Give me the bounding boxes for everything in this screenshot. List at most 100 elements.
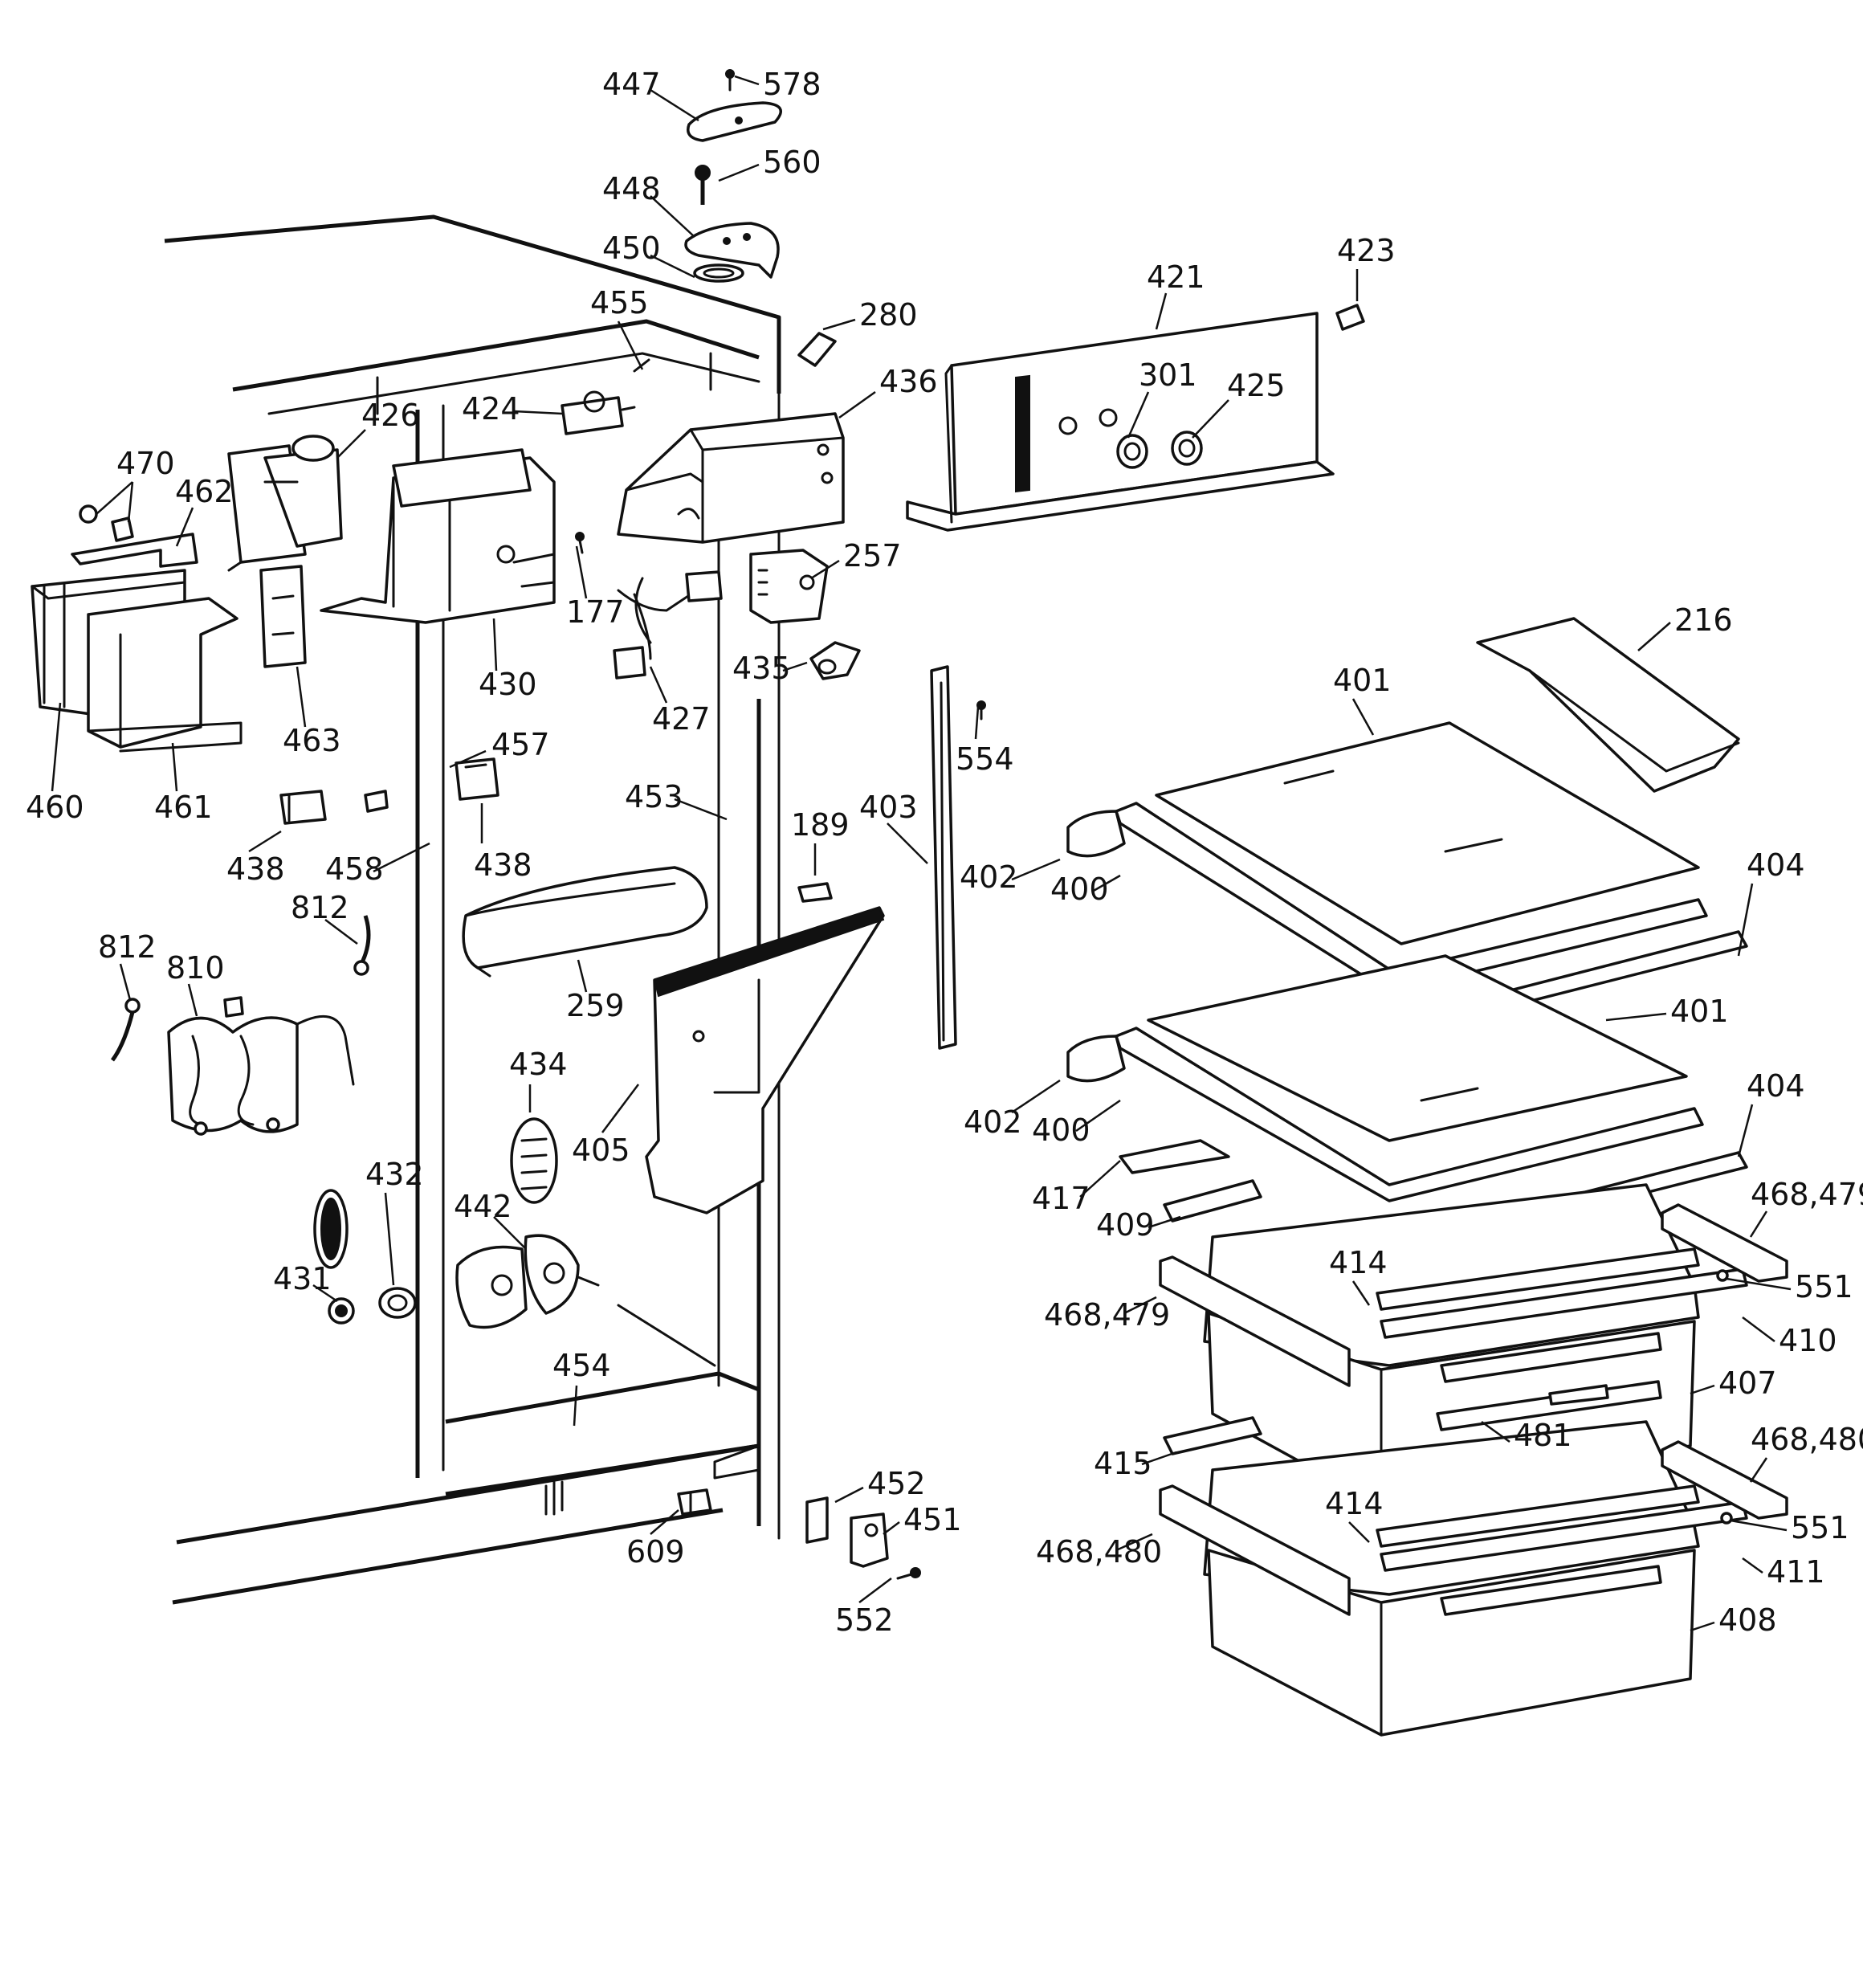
cover-part-415 xyxy=(1163,1416,1262,1455)
part-number-label: 436 xyxy=(879,364,938,399)
screw-552-icon xyxy=(896,1567,921,1580)
cover-part-409 xyxy=(1163,1179,1262,1223)
hinge-cover-part-447 xyxy=(687,101,782,142)
part-number-label: 551 xyxy=(1791,1510,1849,1545)
leader-line-c402 xyxy=(1011,858,1061,881)
part-458 xyxy=(364,790,389,813)
leader-line-c455 xyxy=(617,320,644,370)
shelf-rail-part-403 xyxy=(930,665,957,1050)
part-number-label: 407 xyxy=(1718,1365,1777,1401)
slide-rail-part-468-480-left xyxy=(1159,1484,1351,1616)
part-number-label: 468,480 xyxy=(1036,1534,1162,1570)
leader-line-c257 xyxy=(810,559,840,580)
leader-line-c404b xyxy=(1737,1104,1754,1157)
leader-line-c609 xyxy=(650,1509,679,1535)
housing-part-461 xyxy=(87,597,243,753)
glass-shelf-part-401-lower xyxy=(1147,954,1688,1142)
bracket-part-462 xyxy=(71,533,198,568)
tube-part-812-left xyxy=(110,998,141,1062)
leader-line-c216 xyxy=(1637,622,1671,651)
leader-line-c481 xyxy=(1481,1420,1510,1443)
part-number-label: 189 xyxy=(791,807,850,843)
part-463 xyxy=(259,565,307,668)
part-number-label: 454 xyxy=(552,1348,611,1383)
part-number-label: 468,479 xyxy=(1751,1177,1863,1212)
part-number-label: 554 xyxy=(956,741,1014,777)
leader-line-c401b xyxy=(1605,1012,1667,1022)
leader-line-c421 xyxy=(1155,292,1168,330)
part-number-label: 424 xyxy=(462,391,520,427)
part-number-label: 463 xyxy=(283,723,341,758)
leader-line-c404 xyxy=(1737,883,1754,957)
leader-line-c452 xyxy=(834,1486,864,1504)
part-number-label: 442 xyxy=(454,1189,512,1224)
leader-line-c432 xyxy=(384,1192,395,1286)
part-number-label: 462 xyxy=(175,474,234,509)
leader-line-c259 xyxy=(577,959,588,993)
screw-578-icon xyxy=(725,69,735,92)
screw-560-icon xyxy=(695,165,711,205)
hinge-part-451 xyxy=(850,1512,889,1568)
part-number-label: 468,480 xyxy=(1751,1422,1863,1457)
part-number-label: 400 xyxy=(1050,872,1109,907)
part-number-label: 457 xyxy=(491,727,550,762)
part-number-label: 468,479 xyxy=(1044,1297,1170,1333)
part-number-label: 578 xyxy=(763,67,821,102)
leader-line-c427 xyxy=(649,666,668,704)
leader-line-c400b xyxy=(1075,1099,1121,1133)
part-number-label: 402 xyxy=(964,1104,1022,1140)
part-number-label: 451 xyxy=(903,1502,962,1537)
leader-line-c552 xyxy=(858,1578,892,1603)
screw-part-470 xyxy=(79,504,134,542)
leader-line-c417 xyxy=(1079,1160,1121,1198)
slide-rail-part-468-479-left xyxy=(1159,1255,1351,1387)
leader-line-c461 xyxy=(171,742,178,792)
screw-551-upper-icon xyxy=(1716,1269,1729,1282)
leader-line-c578 xyxy=(734,75,760,86)
leader-line-c468479a xyxy=(1749,1210,1768,1238)
part-number-label: 430 xyxy=(479,667,537,702)
part-number-label: 280 xyxy=(859,297,918,333)
housing-part-426 xyxy=(227,435,343,572)
part-number-label: 460 xyxy=(26,790,84,825)
part-number-label: 609 xyxy=(626,1534,685,1570)
part-number-label: 431 xyxy=(273,1261,332,1296)
leader-line-c424 xyxy=(513,410,563,415)
knob-part-425 xyxy=(1171,431,1203,466)
leader-line-c435 xyxy=(782,661,808,672)
trim-part-414-lower xyxy=(1376,1484,1700,1548)
shim-part-450 xyxy=(693,263,744,283)
leader-line-c400 xyxy=(1091,874,1121,893)
part-number-label: 458 xyxy=(325,851,384,887)
part-609 xyxy=(677,1488,712,1516)
part-number-label: 403 xyxy=(859,790,918,825)
part-number-label: 560 xyxy=(763,145,821,180)
hinge-part-448 xyxy=(684,222,780,279)
part-number-label: 452 xyxy=(867,1466,926,1501)
part-number-label: 408 xyxy=(1718,1602,1777,1638)
glass-shelf-part-401-upper xyxy=(1155,721,1700,945)
trim-part-411 xyxy=(1380,1500,1748,1572)
part-number-label: 435 xyxy=(732,651,791,686)
part-number-label: 810 xyxy=(166,950,225,986)
part-number-label: 404 xyxy=(1747,847,1805,883)
part-number-label: 411 xyxy=(1767,1554,1825,1590)
leader-line-c457 xyxy=(449,749,487,769)
leader-line-c402b xyxy=(1011,1079,1061,1114)
air-duct-part-405 xyxy=(645,906,885,1214)
leader-line-c447 xyxy=(650,88,699,122)
part-number-label: 259 xyxy=(566,988,625,1023)
part-number-label: 438 xyxy=(226,851,285,887)
part-number-label: 404 xyxy=(1747,1068,1805,1104)
part-number-label: 421 xyxy=(1147,259,1205,295)
leader-line-c177 xyxy=(575,545,588,599)
leader-line-c470b xyxy=(127,481,134,523)
part-number-label: 216 xyxy=(1674,602,1733,638)
part-number-label: 405 xyxy=(572,1133,630,1168)
leader-line-c401 xyxy=(1351,698,1375,736)
wire-harness-part-427 xyxy=(613,570,723,680)
part-number-label: 426 xyxy=(361,398,420,433)
leader-line-c280 xyxy=(822,318,856,331)
tube-part-812-right xyxy=(353,915,371,976)
